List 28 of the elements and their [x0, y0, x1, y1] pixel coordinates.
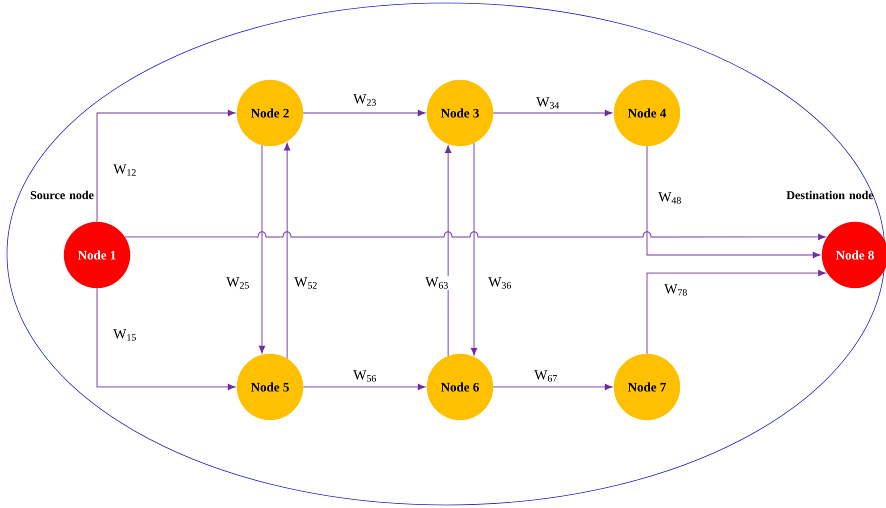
- arrow: [96, 110, 236, 222]
- edge-label: W$_{78}$: [663, 283, 689, 297]
- arrow: [492, 110, 612, 116]
- arrow: [258, 144, 266, 354]
- arrow: [124, 231, 826, 240]
- arrow: [470, 142, 478, 356]
- edge-label: W$_{34}$: [535, 96, 561, 110]
- node-caption: Source node: [30, 190, 94, 200]
- edge-label: W$_{52}$: [293, 276, 319, 290]
- arrow: [646, 270, 826, 354]
- arrow: [302, 384, 426, 390]
- edge-label: W$_{36}$: [487, 276, 513, 290]
- edge-label: W$_{48}$: [657, 191, 683, 205]
- arrow: [646, 146, 820, 258]
- edge-label: W$_{12}$: [112, 163, 138, 177]
- edge-label: W$_{25}$: [225, 276, 251, 290]
- edge-label: W$_{56}$: [352, 369, 378, 383]
- arrow: [284, 142, 290, 359]
- node-caption: Destination node: [786, 190, 874, 200]
- boundary-ellipse: [6, 2, 886, 506]
- arrow: [444, 145, 452, 356]
- arrow: [302, 110, 426, 116]
- edge-label: W$_{23}$: [352, 93, 378, 107]
- edge-label: W$_{15}$: [112, 328, 138, 342]
- arrow: [96, 288, 236, 390]
- edge-label: W$_{63}$: [424, 276, 450, 290]
- edge-label: W$_{67}$: [533, 369, 559, 383]
- arrow: [492, 384, 612, 390]
